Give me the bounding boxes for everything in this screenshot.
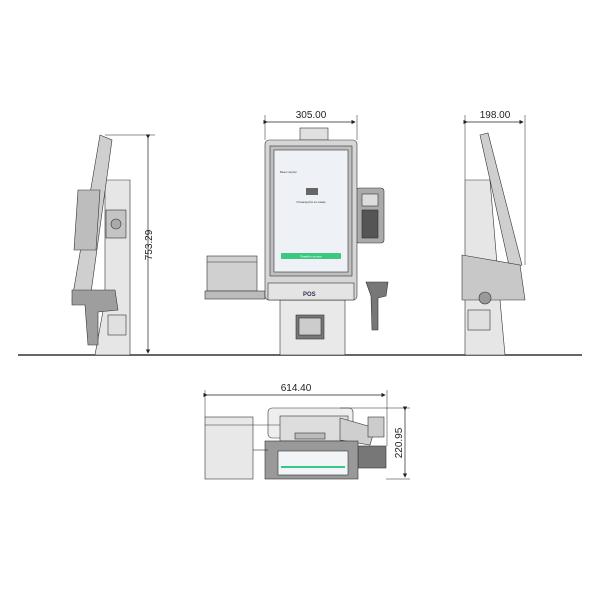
scan-prompt: Отсканируйте на товаре: [296, 200, 326, 204]
side-depth-dimension: 198.00: [480, 110, 511, 121]
front-width-dimension: 305.00: [296, 110, 327, 121]
screen-title: Ваши покупки: [280, 170, 297, 174]
barcode-icon: [306, 188, 318, 195]
left-side-view: [71, 134, 131, 356]
top-view: [204, 407, 387, 480]
top-width-dimension: 614.40: [281, 383, 312, 394]
height-dimension: 753.29: [144, 229, 155, 260]
brand-logo: POS: [303, 292, 316, 298]
pay-button-label: Перейти к оплате: [300, 255, 322, 259]
pay-button[interactable]: [281, 253, 341, 259]
barcode-scanner: [365, 281, 389, 331]
right-side-view: [461, 132, 526, 356]
top-depth-dimension: 220.95: [394, 427, 405, 458]
front-view: [204, 127, 389, 356]
